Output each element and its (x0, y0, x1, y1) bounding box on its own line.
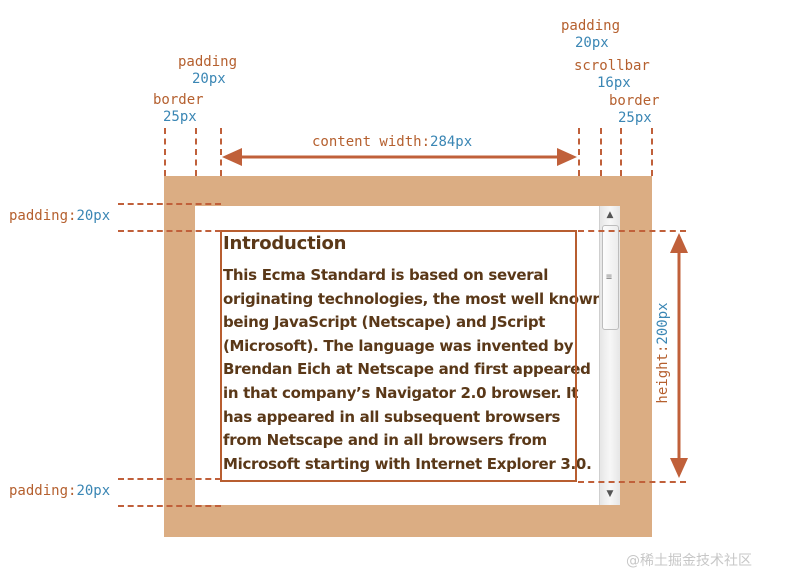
label-content-width-name: content width: (312, 134, 431, 150)
label-border-right: border 25px (609, 93, 660, 127)
guide-scrollbar-right (620, 128, 622, 176)
label-border-right-name: border (609, 93, 660, 109)
guide-bottom-inner (118, 505, 221, 507)
guide-border-left-inner (195, 128, 197, 176)
label-padding-left: padding 20px (178, 54, 237, 88)
content-heading: Introduction (223, 233, 347, 254)
guide-padding-right (600, 128, 602, 176)
label-height-name: height: (655, 344, 671, 404)
height-arrow (670, 233, 688, 478)
label-padding-right-name: padding (561, 18, 621, 34)
label-padding-left-name: padding (178, 54, 238, 70)
guide-border-right-outer (651, 128, 653, 176)
guide-padding-left-inner (220, 128, 222, 176)
label-content-width: content width:284px (312, 134, 472, 151)
scrollbar[interactable]: ▲ ≡ ▼ (599, 206, 620, 505)
label-height-value: 200px (655, 302, 671, 345)
label-scrollbar: scrollbar 16px (574, 58, 650, 92)
label-border-right-value: 25px (618, 110, 652, 126)
guide-height-top (578, 230, 686, 232)
scrollbar-thumb[interactable]: ≡ (602, 225, 619, 330)
label-height: height:200px (655, 290, 672, 416)
label-scrollbar-value: 16px (597, 75, 631, 91)
content-box-outline (220, 230, 577, 482)
guide-border-left-outer (164, 128, 166, 176)
label-border-left-name: border (153, 92, 204, 108)
guide-height-bottom (578, 481, 686, 483)
padding-area (195, 206, 620, 505)
label-padding-top-value: 20px (76, 208, 111, 224)
label-border-left: border 25px (153, 92, 204, 126)
label-border-left-value: 25px (163, 109, 197, 125)
content-text: Introduction This Ecma Standard is based… (223, 231, 603, 481)
label-padding-right: padding 20px (561, 18, 620, 52)
label-padding-bottom-name: padding: (9, 483, 77, 499)
scroll-down-arrow-icon[interactable]: ▼ (606, 489, 614, 499)
label-padding-bottom-value: 20px (76, 483, 111, 499)
content-paragraph: This Ecma Standard is based on several o… (223, 266, 603, 473)
label-padding-bottom: padding:20px (9, 483, 110, 500)
guide-top-content (118, 230, 221, 232)
label-padding-top-name: padding: (9, 208, 77, 224)
label-scrollbar-name: scrollbar (574, 58, 650, 74)
label-padding-right-value: 20px (575, 35, 609, 51)
guide-top-inner (118, 203, 221, 205)
guide-content-right (578, 128, 580, 176)
label-content-width-value: 284px (430, 134, 473, 150)
grip-icon: ≡ (606, 272, 613, 283)
watermark: @稀土掘金技术社区 (626, 553, 752, 569)
guide-bottom-content (118, 478, 221, 480)
scroll-up-arrow-icon[interactable]: ▲ (606, 210, 614, 220)
content-width-arrow (222, 148, 577, 166)
label-padding-left-value: 20px (192, 71, 226, 87)
label-padding-top: padding:20px (9, 208, 110, 225)
